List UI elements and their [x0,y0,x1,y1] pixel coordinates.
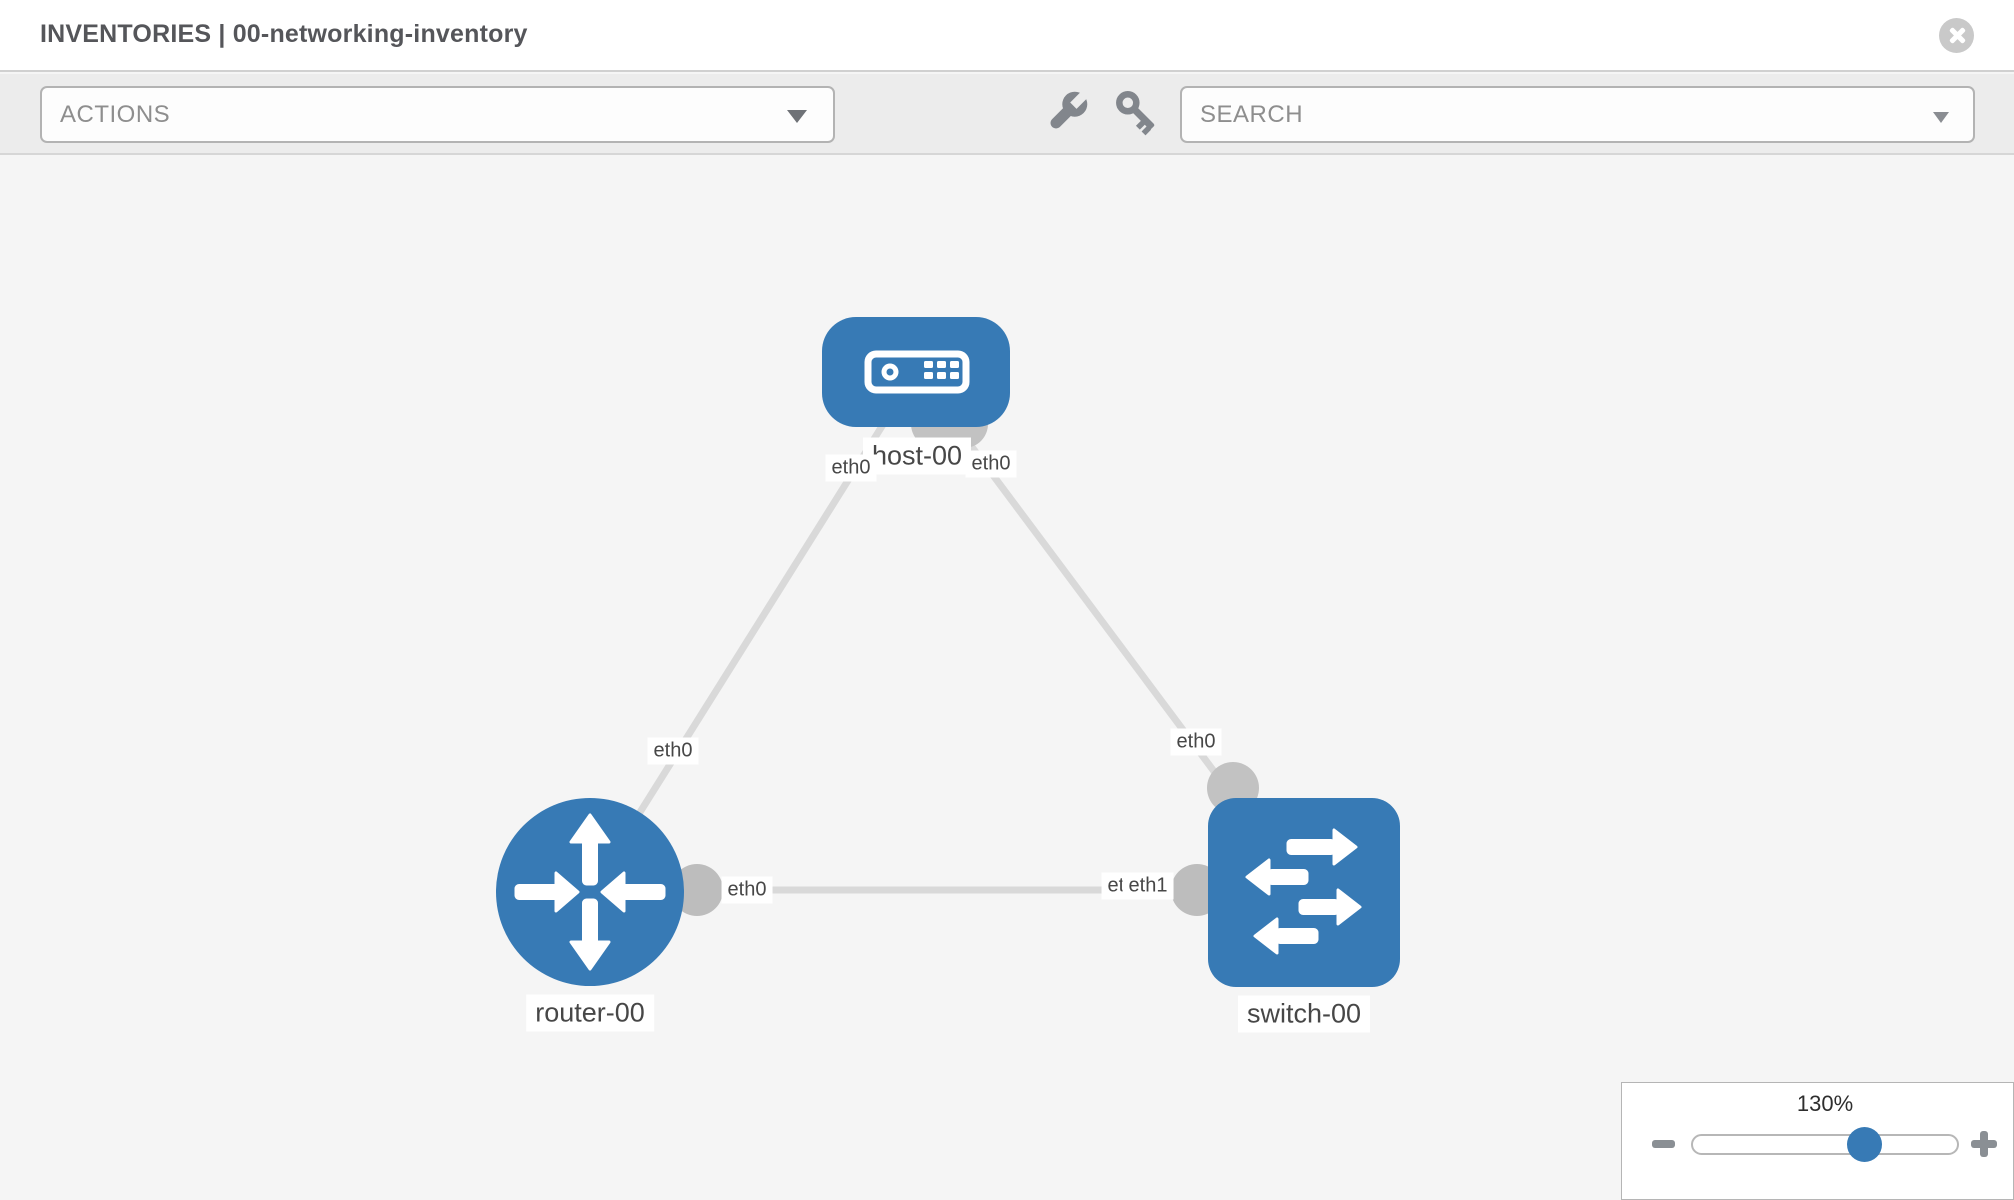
interface-label: eth0 [825,454,877,482]
actions-dropdown-label: ACTIONS [60,100,171,128]
interface-label: eth0 [647,737,699,765]
close-icon[interactable] [1939,18,1974,53]
zoom-slider[interactable] [1691,1127,1959,1162]
zoom-slider-thumb[interactable] [1847,1127,1882,1162]
chevron-down-icon [787,110,807,123]
zoom-out-button[interactable] [1652,1140,1675,1148]
topology-canvas[interactable]: host-00 router-00 switch-00 eth0 eth0 et… [0,155,2014,1200]
node-switch-00[interactable] [1208,798,1400,987]
interface-label: eth0 [721,876,773,904]
interface-label: eth0 [965,450,1017,478]
interface-connector [671,864,723,916]
toolbar: ACTIONS SEARCH [0,74,2014,155]
zoom-panel: 130% [1621,1082,2014,1200]
node-label-switch: switch-00 [1237,995,1371,1033]
search-dropdown[interactable]: SEARCH [1180,86,1975,143]
page-title: INVENTORIES | 00-networking-inventory [40,20,528,48]
wrench-icon[interactable] [1043,84,1095,136]
node-label-host: host-00 [862,437,972,475]
node-host-00[interactable] [822,317,1010,427]
toolbar-icons [1043,84,1159,136]
chevron-down-icon [1933,112,1949,123]
header: INVENTORIES | 00-networking-inventory [0,0,2014,72]
node-label-router: router-00 [526,994,654,1032]
node-router-00[interactable] [496,798,684,986]
interface-label: eth0 [1170,728,1222,756]
interface-label: eth1 [1122,872,1174,900]
actions-dropdown[interactable]: ACTIONS [40,86,835,143]
topology-graph [496,317,1400,987]
key-icon[interactable] [1114,91,1159,136]
router-icon [514,813,666,971]
switch-icon [1245,828,1362,955]
search-placeholder: SEARCH [1200,100,1304,128]
zoom-in-button[interactable] [1971,1131,1997,1157]
zoom-level-value: 130% [1796,1091,1854,1116]
host-icon [864,350,970,394]
